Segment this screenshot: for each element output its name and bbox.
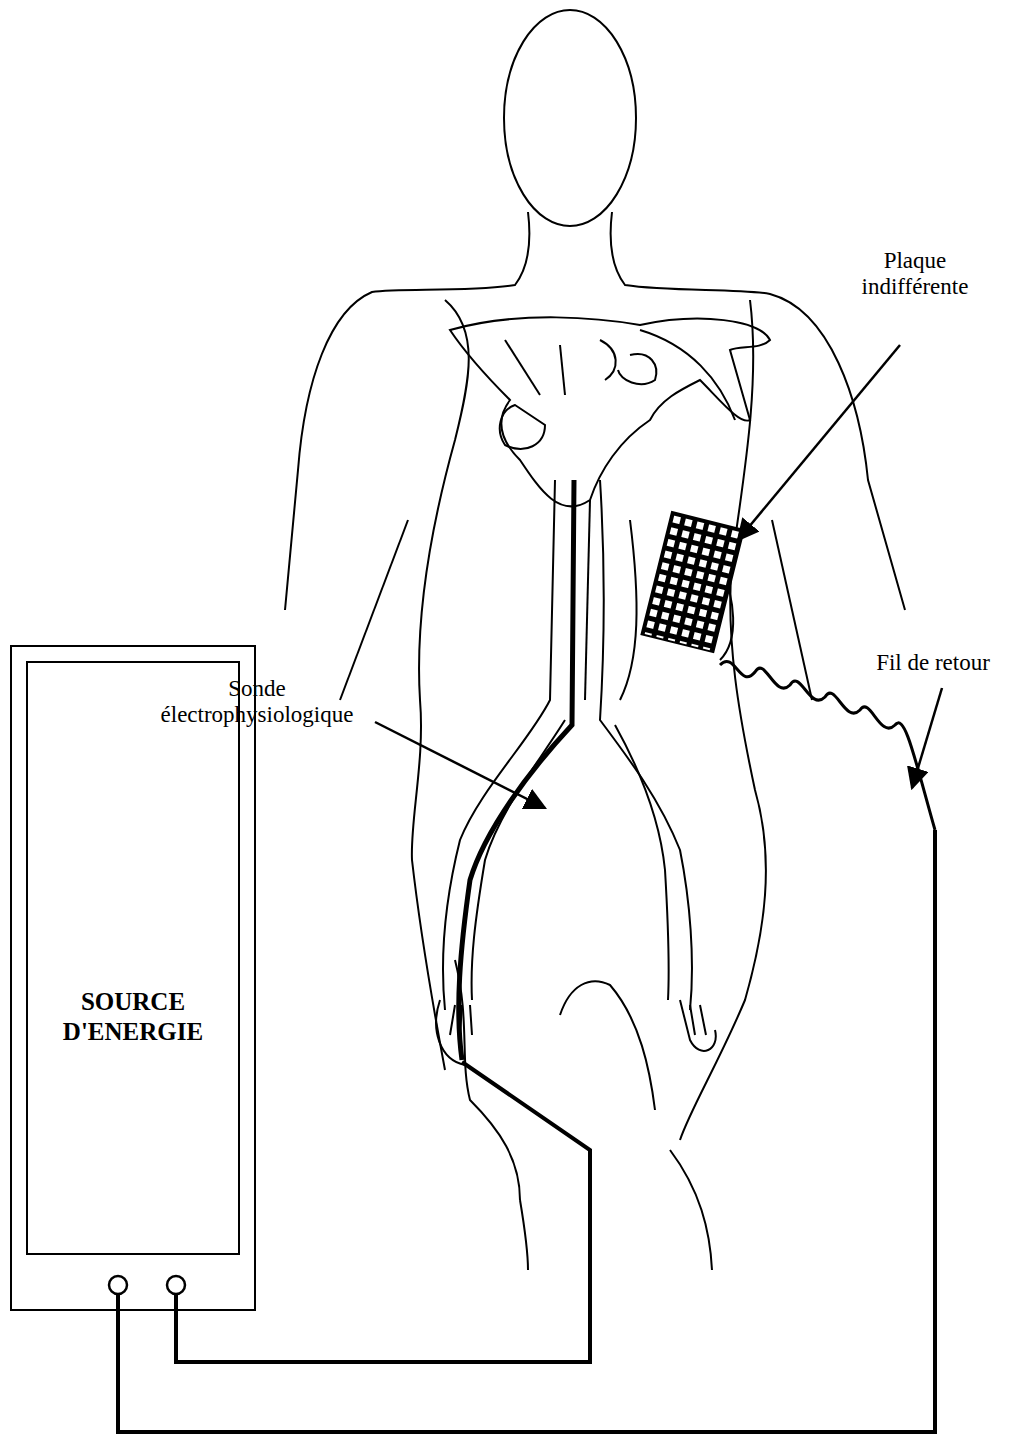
catheter <box>459 480 574 1060</box>
box-title: SOURCE D'ENERGIE <box>38 987 228 1047</box>
return-cable <box>118 830 935 1432</box>
return-wire <box>720 662 935 830</box>
indifferent-plate <box>642 512 744 652</box>
leader-arrow <box>738 345 900 540</box>
screen-panel <box>26 661 240 1255</box>
callout-label: Sonde électrophysiologique <box>142 676 372 728</box>
leader-arrow <box>375 722 545 808</box>
terminal <box>167 1276 185 1294</box>
callout-label: Plaque indifférente <box>840 248 990 300</box>
energy-source-box: SOURCE D'ENERGIE <box>10 645 256 1311</box>
callout-label: Fil de retour <box>858 650 1008 676</box>
body-outline <box>285 10 905 1270</box>
terminal <box>109 1276 127 1294</box>
leader-arrow <box>912 688 942 788</box>
